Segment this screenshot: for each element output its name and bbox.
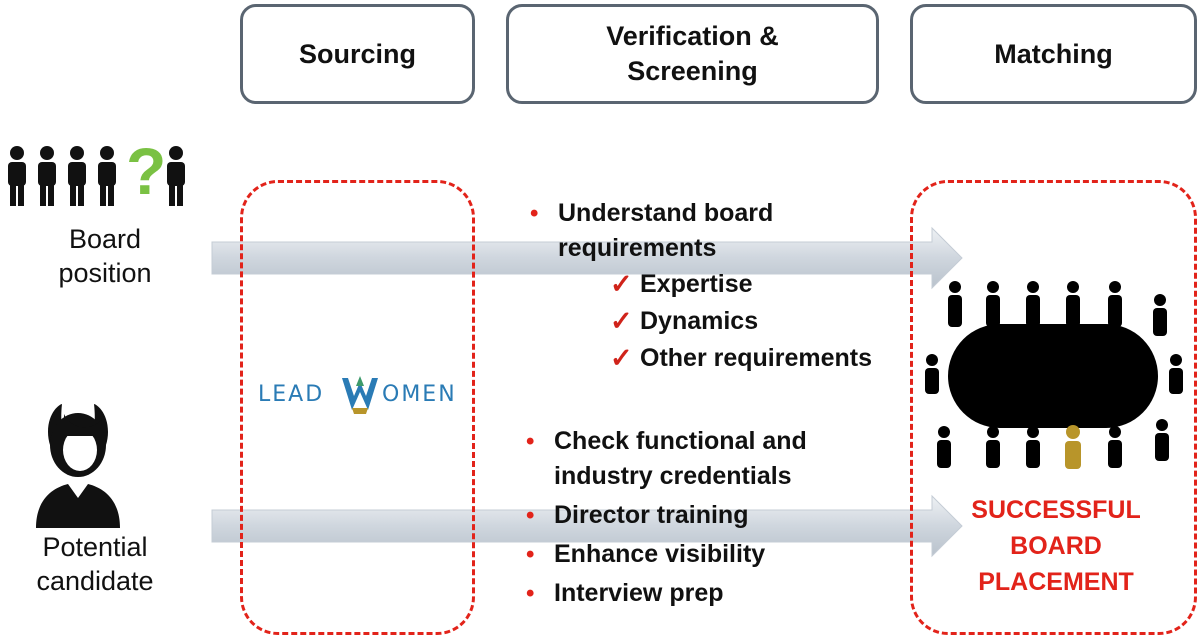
sourcing-header: Sourcing	[240, 4, 475, 104]
board-label-line1: Board	[68, 224, 142, 254]
list-item-text: Check functional and industry credential…	[554, 427, 807, 490]
result-line3: PLACEMENT	[978, 568, 1134, 596]
person-silhouette-icon	[167, 146, 185, 206]
checkmark-icon: ✓	[610, 343, 633, 373]
board-label-line2: position	[58, 258, 152, 288]
candidate-seat-icon	[1065, 425, 1081, 469]
list-item-text: Interview prep	[554, 579, 724, 607]
result-line2: BOARD	[1010, 532, 1102, 560]
logo-text-left: LEAD	[258, 382, 325, 407]
check-item-text: Expertise	[640, 270, 753, 298]
list-item: • Check functional and industry credenti…	[526, 424, 856, 494]
board-position-label: Board position	[20, 222, 190, 290]
candidate-label-line2: candidate	[36, 566, 154, 596]
successful-placement-label: SUCCESSFUL BOARD PLACEMENT	[936, 492, 1176, 600]
list-item: • Enhance visibility	[526, 537, 856, 572]
list-item-text: Understand board requirements	[558, 199, 774, 262]
bullet-icon: •	[526, 502, 535, 529]
logo-text-right: OMEN	[382, 382, 457, 407]
person-silhouette-icon	[68, 146, 86, 206]
people-row-icon	[8, 146, 185, 206]
sourcing-dashed-box	[240, 180, 475, 635]
list-item: ✓ Other requirements	[610, 340, 900, 377]
leadwomen-logo: LEAD OMEN	[258, 372, 458, 420]
lower-bullet-list: • Check functional and industry credenti…	[526, 424, 856, 611]
person-silhouette-icon	[98, 146, 116, 206]
list-item: • Director training	[526, 498, 856, 533]
lower-arrow	[211, 494, 963, 558]
list-item-text: Director training	[554, 501, 749, 529]
bullet-icon: •	[526, 541, 535, 568]
person-silhouette-icon	[8, 146, 26, 206]
potential-candidate-label: Potential candidate	[20, 530, 170, 598]
list-item: • Interview prep	[526, 576, 856, 611]
sourcing-label: Sourcing	[298, 38, 416, 69]
bullet-icon: •	[526, 428, 535, 455]
candidate-label-line1: Potential	[42, 532, 148, 562]
upper-bullet-list: • Understand board requirements ✓ Expert…	[530, 196, 900, 377]
verification-header: Verification & Screening	[506, 4, 879, 104]
checkmark-icon: ✓	[610, 306, 633, 336]
bullet-icon: •	[526, 580, 535, 607]
woman-silhouette-icon	[36, 404, 120, 528]
person-silhouette-icon	[38, 146, 56, 206]
verification-label-line1: Verification &	[606, 21, 779, 51]
list-item: ✓ Dynamics	[610, 303, 900, 340]
bullet-icon: •	[530, 200, 539, 227]
requirements-check-list: ✓ Expertise ✓ Dynamics ✓ Other requireme…	[558, 266, 900, 377]
matching-header: Matching	[910, 4, 1197, 104]
list-item-text: Enhance visibility	[554, 540, 766, 568]
result-line1: SUCCESSFUL	[971, 496, 1141, 524]
verification-label-line2: Screening	[627, 56, 758, 86]
list-item: ✓ Expertise	[610, 266, 900, 303]
upper-arrow	[211, 226, 963, 290]
matching-dashed-box	[910, 180, 1197, 635]
check-item-text: Other requirements	[640, 344, 873, 372]
lotus-emblem-icon	[342, 376, 378, 414]
checkmark-icon: ✓	[610, 269, 633, 299]
list-item: • Understand board requirements ✓ Expert…	[530, 196, 900, 377]
question-mark-icon: ?	[126, 134, 167, 208]
check-item-text: Dynamics	[640, 307, 759, 335]
matching-label: Matching	[994, 38, 1113, 69]
